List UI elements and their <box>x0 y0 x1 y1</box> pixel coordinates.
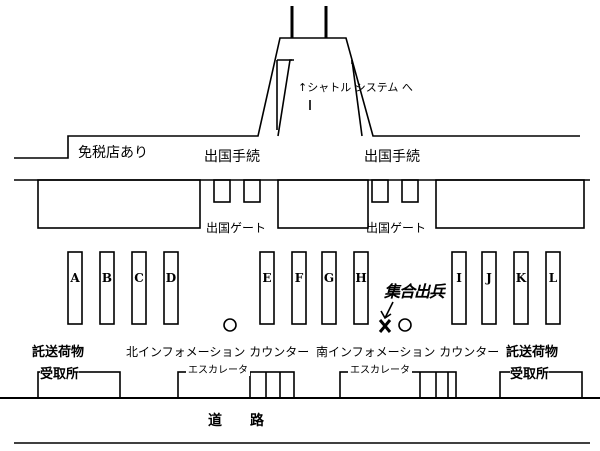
south-info-circle <box>398 318 412 332</box>
baggage-claim-left-label-2: 受取所 <box>40 367 80 382</box>
counter-rects <box>67 251 561 325</box>
departure-gate-left-label: 出国ゲート <box>206 221 267 235</box>
gate-booth-1 <box>213 179 231 203</box>
counter-f: F <box>294 271 304 285</box>
counter-a: A <box>70 271 80 285</box>
escalator-left-label: エスカレータ <box>186 365 250 376</box>
baggage-claim-right-label-2: 受取所 <box>510 367 550 382</box>
counter-i: I <box>456 271 462 285</box>
departure-procedures-right-label: 出国手続 <box>364 149 420 165</box>
meeting-point-marker <box>378 319 392 333</box>
counter-b: B <box>101 271 113 285</box>
counter-g: G <box>323 271 335 285</box>
duty-free-label: 免税店あり <box>78 145 148 161</box>
gate-booth-4 <box>401 179 419 203</box>
north-info-counter-label: 北インフォメーション カウンター <box>126 345 310 359</box>
baggage-claim-left-label-1: 託送荷物 <box>32 345 85 360</box>
south-info-counter-label: 南インフォメーション カウンター <box>316 345 500 359</box>
counter-k: K <box>515 271 527 285</box>
gate-booth-2 <box>243 179 261 203</box>
departure-block-2 <box>277 179 369 229</box>
departure-procedures-left-label: 出国手続 <box>204 149 260 165</box>
departure-gate-right-label: 出国ゲート <box>366 221 427 235</box>
escalator-right-label: エスカレータ <box>348 365 412 376</box>
shuttle-direction-label: ↑シャトル システム へ <box>298 81 413 94</box>
counter-d: D <box>165 271 177 285</box>
counter-l: L <box>548 271 558 285</box>
meeting-point-arrow <box>380 301 394 320</box>
counter-j: J <box>486 271 492 285</box>
north-info-circle <box>223 318 237 332</box>
counter-c: C <box>134 271 144 285</box>
terminal-outline <box>14 37 580 159</box>
counter-h: H <box>355 271 367 285</box>
departure-block-3 <box>435 179 585 229</box>
road-label: 道 路 <box>208 413 264 429</box>
baggage-claim-right-label-1: 託送荷物 <box>506 345 559 360</box>
counter-e: E <box>262 271 272 285</box>
meeting-point-label: 集合出兵 <box>384 282 445 301</box>
departure-block-1 <box>37 179 201 229</box>
gate-booth-3 <box>371 179 389 203</box>
shuttle-wing-inner <box>277 59 292 137</box>
shuttle-wing-inner-right <box>351 59 363 137</box>
